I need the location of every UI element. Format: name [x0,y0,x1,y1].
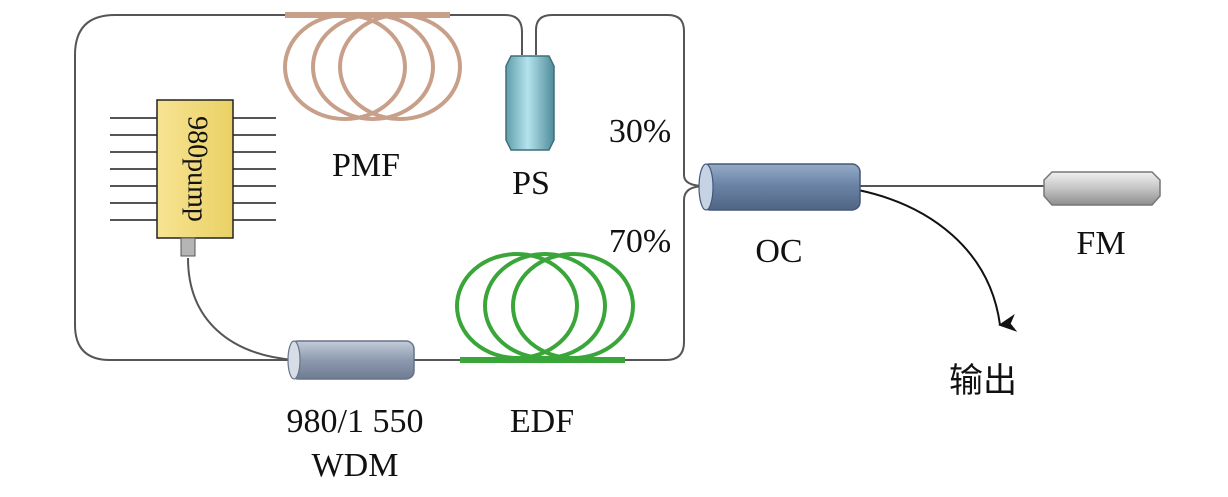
coupler-70-label: 70% [609,223,671,260]
ps-label: PS [512,165,550,202]
pump-fiber [187,257,296,361]
fiber-coupler-to-edf [622,185,706,361]
output-label: 输出 [949,362,1017,400]
polarization-splitter [505,55,555,151]
wdm-label-line2: WDM [312,447,399,484]
wdm-label-line1: 980/1 550 [287,403,424,440]
pmf-coil [283,12,462,121]
oc-label: OC [755,233,802,270]
ring-fiber [74,14,523,361]
fiber-ps-to-coupler [535,14,706,187]
faraday-mirror [1043,171,1161,206]
edf-label: EDF [510,403,574,440]
pump-chip [110,99,276,257]
fm-label: FM [1076,225,1125,262]
pump-label: 980pump [182,116,213,222]
pmf-label: PMF [332,147,400,184]
output-arrow [857,189,1018,332]
wdm-component [287,340,415,380]
coupler-30-label: 30% [609,113,671,150]
pump-pins [110,117,276,221]
output-coupler [698,163,861,211]
edf-coil [455,252,635,363]
